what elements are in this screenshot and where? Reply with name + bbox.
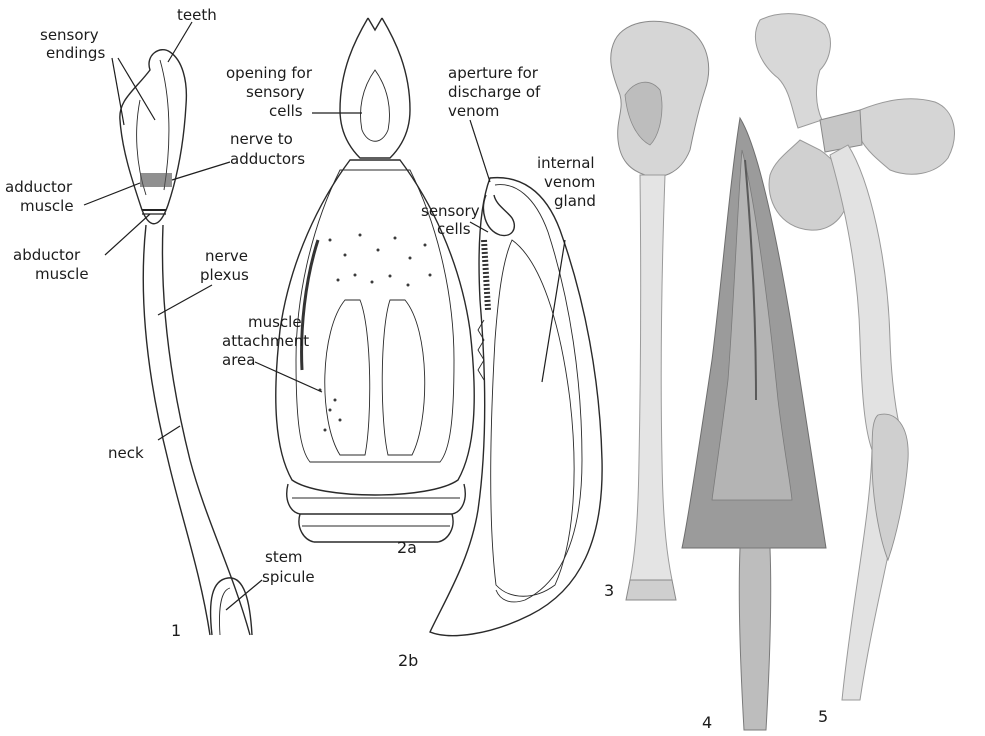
fig1-neck-outline-2 (162, 225, 250, 635)
label-opening-line2: sensory (246, 83, 305, 101)
leader-muscle-attachment (255, 362, 322, 392)
figure-number-1: 1 (171, 621, 181, 640)
fig3-stalk (630, 175, 672, 580)
leader-sensory-cells (470, 222, 488, 232)
label-nerve-plexus-line1: nerve (205, 247, 248, 265)
leader-nerve-to-adductors (172, 162, 230, 180)
label-sensory-endings-line1: sensory (40, 26, 99, 44)
fig2b-sensory-cup (484, 195, 515, 236)
fig2a-stipple (319, 234, 432, 432)
fig2a-upper-outline (340, 18, 410, 158)
fig1-inner-line (160, 60, 169, 190)
figure-number-5: 5 (818, 707, 828, 726)
label-aperture-line3: venom (448, 102, 499, 120)
figure-2b-drawing (430, 178, 602, 636)
label-adductor-muscle-line1: adductor (5, 178, 73, 196)
leader-nerve-plexus (158, 285, 212, 315)
fig1-neck-outline (143, 225, 210, 635)
fig2b-outer-outline (430, 178, 602, 636)
label-aperture-line2: discharge of (448, 83, 541, 101)
fig2a-base-ring (299, 514, 453, 542)
fig1-adductor-band (140, 173, 172, 187)
figure-number-2a: 2a (397, 538, 417, 557)
label-nerve-to-adductors-line1: nerve to (230, 130, 293, 148)
label-sensory-cells-line1: sensory (421, 202, 480, 220)
fig2a-fork-left (325, 300, 370, 455)
label-neck: neck (108, 444, 144, 462)
leader-adductor-muscle (84, 183, 140, 205)
label-muscle-attachment-line2: attachment (222, 332, 309, 350)
labels: sensory endings teeth nerve to adductors… (5, 6, 596, 586)
figure-number-2b: 2b (398, 651, 418, 670)
fig2b-gland (491, 240, 574, 596)
fig1-head-outline (120, 50, 187, 224)
label-abductor-muscle-line2: muscle (35, 265, 89, 283)
label-stem-spicule-line2: spicule (262, 568, 315, 586)
label-muscle-attachment-line1: muscle (248, 313, 302, 331)
label-sensory-endings-line2: endings (46, 44, 105, 62)
fig1-stem-spicule (211, 578, 252, 635)
figure-number-4: 4 (702, 713, 712, 732)
fig1-stem-spicule-inner (219, 588, 230, 635)
label-opening-line3: cells (269, 102, 303, 120)
figure-2a-drawing (276, 18, 474, 542)
fig5-jaw-right (860, 99, 954, 174)
leader-abductor-muscle (105, 214, 150, 255)
fig2a-opening (361, 70, 390, 141)
figure-number-3: 3 (604, 581, 614, 600)
label-nerve-to-adductors-line2: adductors (230, 150, 305, 168)
label-teeth: teeth (177, 6, 217, 24)
fig2a-fork-right (382, 300, 425, 455)
fig4-stalk (739, 548, 771, 730)
leader-aperture (470, 120, 490, 182)
fig2b-sensory-cells (484, 240, 488, 310)
label-internal-venom-gland-line3: gland (554, 192, 596, 210)
leader-internal-venom-gland (542, 240, 565, 382)
fig3-base (626, 580, 676, 600)
label-muscle-attachment-line3: area (222, 351, 255, 369)
fig5-jaw-upper (755, 14, 830, 128)
label-sensory-cells-line2: cells (437, 220, 471, 238)
fig5-center (820, 110, 862, 152)
fig2a-tip (368, 18, 382, 30)
label-internal-venom-gland-line2: venom (544, 173, 595, 191)
label-adductor-muscle-line2: muscle (20, 197, 74, 215)
leader-teeth (168, 22, 192, 62)
label-internal-venom-gland-line1: internal (537, 154, 595, 172)
label-aperture-line1: aperture for (448, 64, 539, 82)
label-stem-spicule-line1: stem (265, 548, 303, 566)
label-nerve-plexus-line2: plexus (200, 266, 249, 284)
label-opening-line1: opening for (226, 64, 313, 82)
leader-sensory-endings-a (112, 58, 124, 125)
leader-stem-spicule (226, 580, 262, 610)
label-abductor-muscle-line1: abductor (13, 246, 81, 264)
fig2a-dark-ridge (302, 240, 318, 370)
